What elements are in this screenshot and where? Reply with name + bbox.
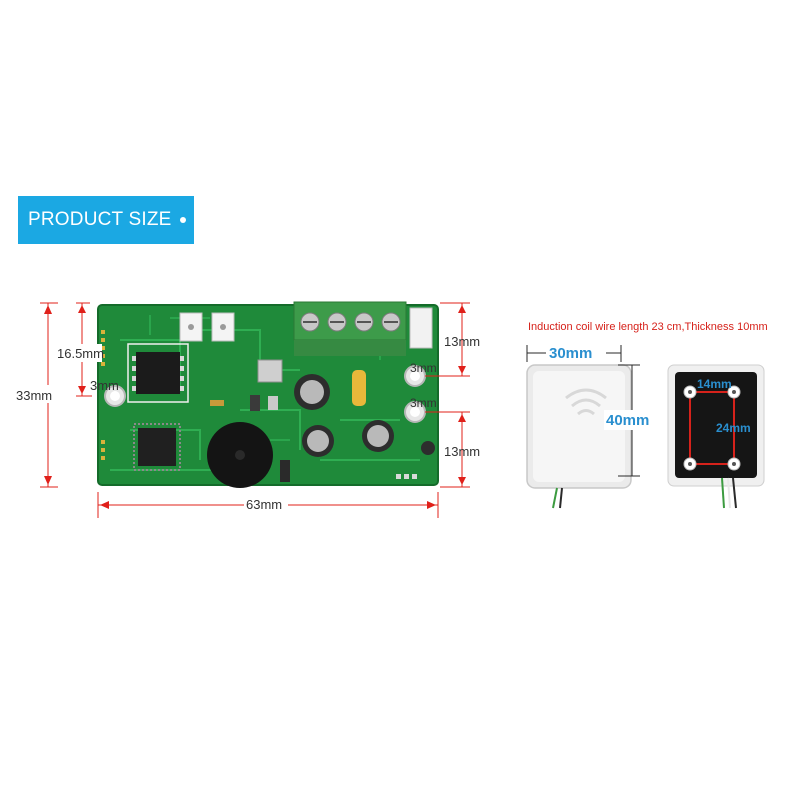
coil-housing — [526, 364, 632, 509]
coil-note: Induction coil wire length 23 cm,Thickne… — [528, 321, 768, 333]
dimension-arrows — [44, 305, 466, 509]
banner-dot-icon — [180, 217, 186, 223]
coil-inner-view — [667, 364, 765, 509]
label-hole-right-lower: 3mm — [410, 396, 437, 410]
banner-title: PRODUCT SIZE — [28, 209, 172, 230]
label-hole-left: 3mm — [90, 378, 119, 393]
label-height-upper: 16.5mm — [57, 346, 104, 361]
label-right-bottom: 13mm — [444, 444, 480, 459]
product-size-banner: PRODUCT SIZE — [18, 196, 194, 244]
coil-inner-height-label: 24mm — [716, 421, 751, 435]
label-hole-right-upper: 3mm — [410, 361, 437, 375]
coil-height-label: 40mm — [606, 412, 649, 429]
label-height-total: 33mm — [16, 388, 52, 403]
label-right-top: 13mm — [444, 334, 480, 349]
coil-width-label: 30mm — [549, 345, 592, 362]
side-connector — [409, 307, 433, 349]
terminal-block — [293, 301, 407, 356]
coil-inner-width-label: 14mm — [697, 377, 732, 391]
label-width: 63mm — [246, 497, 282, 512]
